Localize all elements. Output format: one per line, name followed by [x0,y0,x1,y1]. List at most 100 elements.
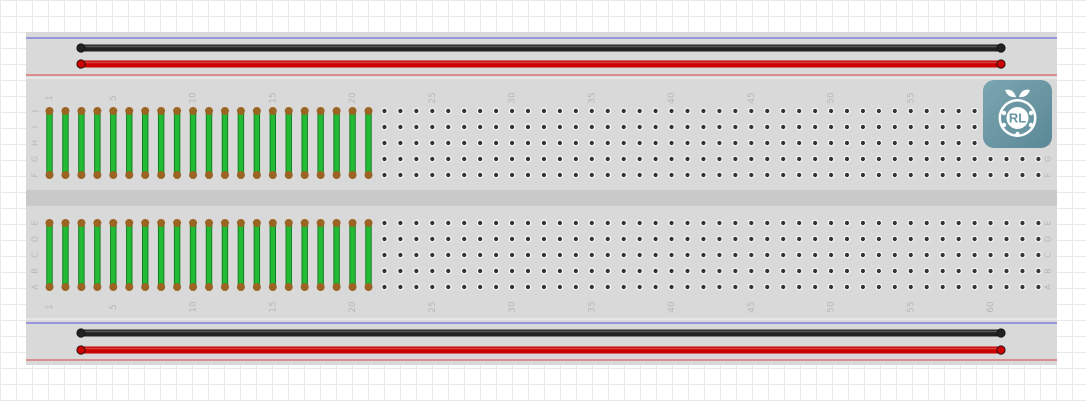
hole[interactable] [494,108,499,114]
hole[interactable] [717,140,722,146]
hole[interactable] [988,268,993,274]
hole[interactable] [813,108,818,114]
hole[interactable] [509,140,515,146]
hole[interactable] [956,172,961,178]
hole[interactable] [749,156,754,162]
hole[interactable] [972,156,977,162]
hole[interactable] [781,140,786,146]
hole[interactable] [669,108,674,114]
hole[interactable] [1020,172,1025,178]
hole[interactable] [589,172,594,178]
hole[interactable] [637,268,642,274]
hole[interactable] [749,268,754,274]
hole[interactable] [430,252,435,258]
hole[interactable] [478,236,483,242]
hole[interactable] [940,172,945,178]
hole[interactable] [685,220,690,226]
hole[interactable] [717,124,722,130]
hole[interactable] [844,140,850,146]
hole[interactable] [557,236,563,242]
hole[interactable] [908,172,913,178]
hole[interactable] [653,284,658,290]
hole[interactable] [557,268,563,274]
hole[interactable] [1020,236,1025,242]
hole[interactable] [573,268,578,274]
hole[interactable] [844,124,850,130]
hole[interactable] [1004,252,1009,258]
hole[interactable] [733,108,738,114]
hole[interactable] [621,236,626,242]
hole[interactable] [573,284,578,290]
hole[interactable] [844,220,850,226]
hole[interactable] [541,268,547,274]
hole[interactable] [828,284,834,290]
hole[interactable] [749,140,754,146]
hole[interactable] [908,284,913,290]
hole[interactable] [398,140,403,146]
hole[interactable] [781,284,786,290]
hole[interactable] [765,156,770,162]
hole[interactable] [605,236,610,242]
hole[interactable] [525,108,531,114]
hole[interactable] [924,140,929,146]
hole[interactable] [940,108,945,114]
hole[interactable] [988,156,993,162]
hole[interactable] [414,220,419,226]
hole[interactable] [813,172,818,178]
hole[interactable] [988,252,993,258]
hole[interactable] [430,220,435,226]
hole[interactable] [828,236,834,242]
hole[interactable] [1036,236,1041,242]
hole[interactable] [541,156,547,162]
hole[interactable] [1036,284,1041,290]
hole[interactable] [446,108,451,114]
hole[interactable] [478,124,483,130]
hole[interactable] [525,268,531,274]
hole[interactable] [589,220,594,226]
hole[interactable] [892,252,897,258]
hole[interactable] [669,220,674,226]
hole[interactable] [414,172,419,178]
hole[interactable] [956,220,961,226]
hole[interactable] [797,252,802,258]
hole[interactable] [876,236,882,242]
hole[interactable] [988,172,993,178]
hole[interactable] [525,140,531,146]
hole[interactable] [765,268,770,274]
hole[interactable] [653,156,658,162]
hole[interactable] [733,172,738,178]
hole[interactable] [605,156,610,162]
hole[interactable] [669,252,674,258]
hole[interactable] [797,108,802,114]
hole[interactable] [557,284,563,290]
hole[interactable] [828,108,834,114]
hole[interactable] [557,252,563,258]
hole[interactable] [478,172,483,178]
hole[interactable] [621,268,626,274]
hole[interactable] [797,268,802,274]
hole[interactable] [685,124,690,130]
hole[interactable] [844,172,850,178]
hole[interactable] [509,108,515,114]
hole[interactable] [701,252,706,258]
hole[interactable] [669,284,674,290]
hole[interactable] [653,124,658,130]
hole[interactable] [382,172,387,178]
hole[interactable] [701,108,706,114]
hole[interactable] [653,252,658,258]
hole[interactable] [398,284,403,290]
hole[interactable] [462,236,467,242]
hole[interactable] [653,236,658,242]
hole[interactable] [494,124,499,130]
hole[interactable] [717,252,722,258]
hole[interactable] [1004,156,1009,162]
hole[interactable] [860,108,866,114]
hole[interactable] [813,140,818,146]
hole[interactable] [605,268,610,274]
hole[interactable] [924,220,929,226]
hole[interactable] [605,172,610,178]
hole[interactable] [653,220,658,226]
hole[interactable] [446,156,451,162]
hole[interactable] [1036,156,1041,162]
hole[interactable] [398,252,403,258]
